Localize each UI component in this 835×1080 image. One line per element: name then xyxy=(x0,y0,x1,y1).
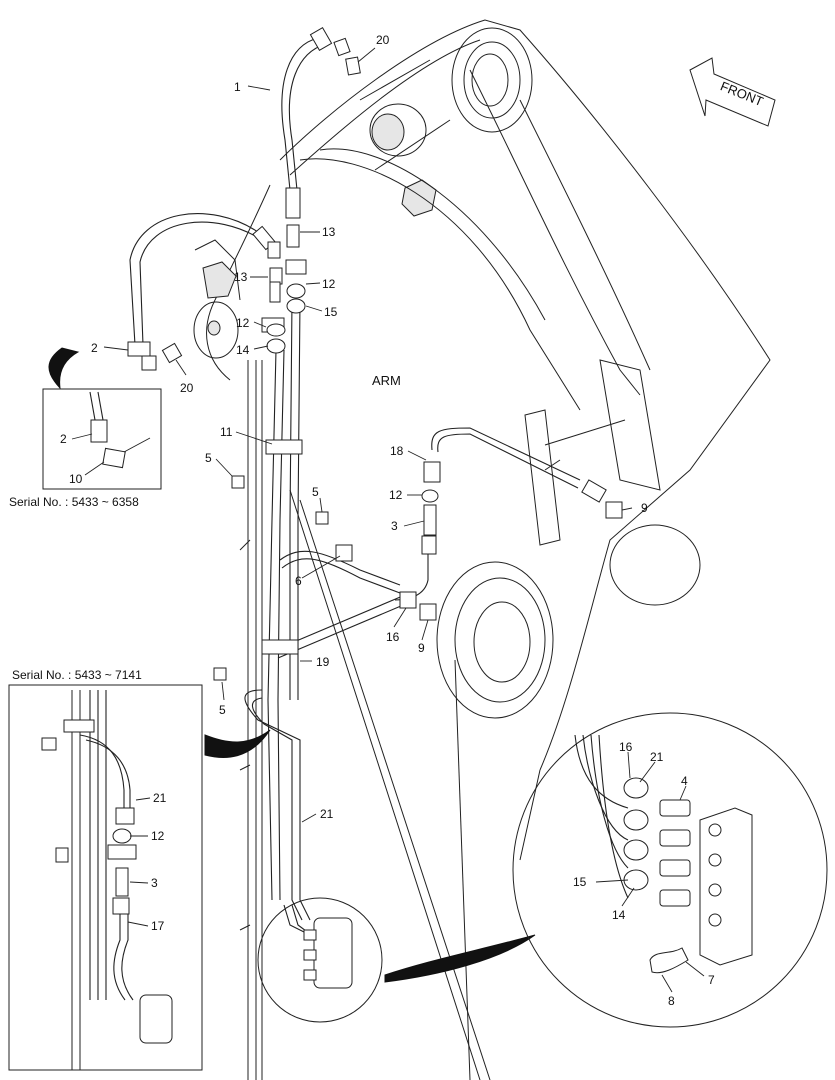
hoses-main-view xyxy=(129,37,581,921)
detail-circle-large: 16 21 4 15 14 7 8 xyxy=(512,712,828,1028)
callout-20-top: 20 xyxy=(376,33,390,47)
callout-3-main: 3 xyxy=(391,519,398,533)
inset-small: 2 10 Serial No. : 5433 ~ 6358 xyxy=(9,347,162,509)
detail-callout-14: 14 xyxy=(612,908,626,922)
callout-18: 18 xyxy=(390,444,404,458)
front-direction-arrow: FRONT xyxy=(689,57,776,127)
callout-11: 11 xyxy=(220,425,233,439)
callout-13-upper: 13 xyxy=(322,225,336,239)
callouts-main-view: 1 20 13 13 12 15 12 14 2 20 11 5 5 18 12… xyxy=(91,33,648,821)
inset-large-callout-12: 12 xyxy=(151,829,165,843)
callout-20-lower: 20 xyxy=(180,381,194,395)
callout-6: 6 xyxy=(295,574,302,588)
leader-lines xyxy=(103,47,633,823)
detail-callout-4: 4 xyxy=(681,774,688,788)
callout-9-lower: 9 xyxy=(418,641,425,655)
arm-structure xyxy=(193,19,771,1080)
inset-small-callout-10: 10 xyxy=(69,472,83,486)
inset-small-serial: Serial No. : 5433 ~ 6358 xyxy=(9,495,139,509)
inset-large-callout-21: 21 xyxy=(153,791,167,805)
inset-large-callout-3: 3 xyxy=(151,876,158,890)
callout-12-pipe: 12 xyxy=(389,488,403,502)
detail-callout-21: 21 xyxy=(650,750,664,764)
callout-16-main: 16 xyxy=(386,630,400,644)
callout-5-lower: 5 xyxy=(219,703,226,717)
inset-large-serial: Serial No. : 5433 ~ 7141 xyxy=(12,668,142,682)
detail-callout-7: 7 xyxy=(708,973,715,987)
callout-5-upper: 5 xyxy=(205,451,212,465)
detail-callout-16: 16 xyxy=(619,740,633,754)
callout-2-main: 2 xyxy=(91,341,98,355)
callout-1: 1 xyxy=(234,80,241,94)
detail-circle-small xyxy=(257,897,536,1023)
detail-callout-8: 8 xyxy=(668,994,675,1008)
callout-15-main: 15 xyxy=(324,305,338,319)
detail-callout-15: 15 xyxy=(573,875,587,889)
arm-label: ARM xyxy=(372,373,401,388)
inset-large: Serial No. : 5433 ~ 7141 21 12 3 17 xyxy=(8,668,271,1071)
callout-13-lower: 13 xyxy=(234,270,248,284)
callout-21-main: 21 xyxy=(320,807,334,821)
inset-small-callout-2: 2 xyxy=(60,432,67,446)
callout-19: 19 xyxy=(316,655,330,669)
callout-5-middle: 5 xyxy=(312,485,319,499)
callout-14-main: 14 xyxy=(236,343,250,357)
inset-large-callout-17: 17 xyxy=(151,919,165,933)
callout-12-upper: 12 xyxy=(322,277,336,291)
callout-12-lower: 12 xyxy=(236,316,250,330)
callout-9-right: 9 xyxy=(641,501,648,515)
fittings-main-view xyxy=(127,27,623,681)
